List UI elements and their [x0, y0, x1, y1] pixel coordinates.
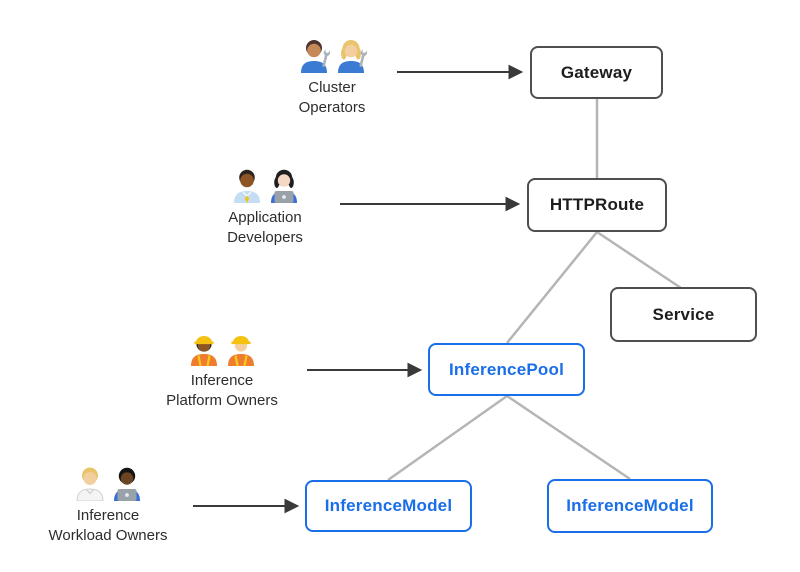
man-technologist-icon	[113, 467, 140, 501]
inference-workload-owners-label: Inference Workload Owners	[48, 507, 168, 544]
node-service: Service	[610, 287, 757, 342]
node-inferencemodel-left: InferenceModel	[305, 480, 472, 532]
man-construction-worker-icon	[227, 336, 254, 366]
connector-inferencepool-inferencemodel-left	[387, 394, 508, 482]
cluster-operators-label: Cluster Operators	[298, 79, 366, 116]
connector-inferencepool-inferencemodel-right	[506, 394, 631, 481]
node-inferencemodel-right-label: InferenceModel	[566, 496, 694, 515]
node-inferencepool: InferencePool	[428, 343, 585, 396]
node-httproute-label: HTTPRoute	[549, 195, 645, 214]
node-gateway-label: Gateway	[560, 62, 633, 82]
cluster-operators-emoji-pair	[297, 36, 368, 73]
node-httproute: HTTPRoute	[527, 178, 667, 232]
node-inferencemodel-left-label: InferenceModel	[324, 496, 453, 515]
persona-inference-workload-owners: Inference Workload Owners	[33, 464, 183, 546]
inference-workload-owners-emoji-pair	[73, 464, 144, 501]
woman-construction-worker-icon	[190, 336, 217, 366]
man-mechanic-icon	[300, 40, 330, 73]
woman-mechanic-icon	[337, 40, 367, 73]
node-inferencepool-label: InferencePool	[448, 359, 565, 379]
man-office-worker-icon	[233, 169, 260, 203]
inference-platform-owners-label: Inference Platform Owners	[166, 372, 278, 409]
application-developers-label: Application Developers	[227, 209, 303, 246]
persona-inference-platform-owners: Inference Platform Owners	[147, 329, 297, 411]
node-inferencemodel-right: InferenceModel	[547, 479, 713, 533]
woman-technologist-icon	[270, 169, 297, 203]
persona-cluster-operators: Cluster Operators	[257, 36, 407, 118]
node-service-label: Service	[652, 304, 715, 324]
health-worker-icon	[75, 467, 104, 501]
inference-platform-owners-emoji-pair	[187, 329, 258, 366]
persona-application-developers: Application Developers	[190, 166, 340, 248]
connector-httproute-inferencepool	[506, 231, 598, 344]
connector-httproute-service	[596, 230, 682, 290]
application-developers-emoji-pair	[230, 166, 301, 203]
node-gateway: Gateway	[530, 46, 663, 99]
